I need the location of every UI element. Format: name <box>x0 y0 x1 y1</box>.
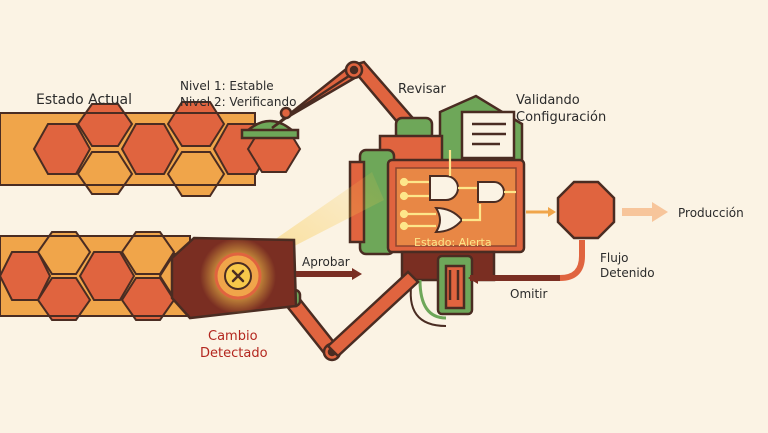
label-detenido: Detenido <box>600 266 655 280</box>
label-nivel-1: Nivel 1: Estable <box>180 79 274 93</box>
label-validando: Validando <box>516 93 580 108</box>
label-flujo: Flujo <box>600 251 629 265</box>
top-robot-arm <box>240 60 434 142</box>
label-estado-alerta: Estado: Alerta <box>414 236 492 249</box>
label-produccion: Producción <box>678 206 744 220</box>
logic-gates-icon <box>399 150 516 234</box>
label-detectado: Detectado <box>200 346 268 361</box>
label-cambio: Cambio <box>208 329 258 344</box>
label-configuracion: Configuración <box>516 110 606 125</box>
top-hex-belt <box>0 101 302 197</box>
inspection-machine <box>348 94 526 327</box>
label-revisar: Revisar <box>398 82 446 97</box>
detected-block <box>170 236 298 320</box>
label-nivel-2: Nivel 2: Verificando <box>180 95 296 109</box>
label-estado-actual: Estado Actual <box>36 92 132 108</box>
label-aprobar: Aprobar <box>302 255 350 269</box>
label-omitir: Omitir <box>510 287 548 301</box>
stop-octagon-icon <box>556 180 616 240</box>
flow-arrows <box>296 202 668 284</box>
